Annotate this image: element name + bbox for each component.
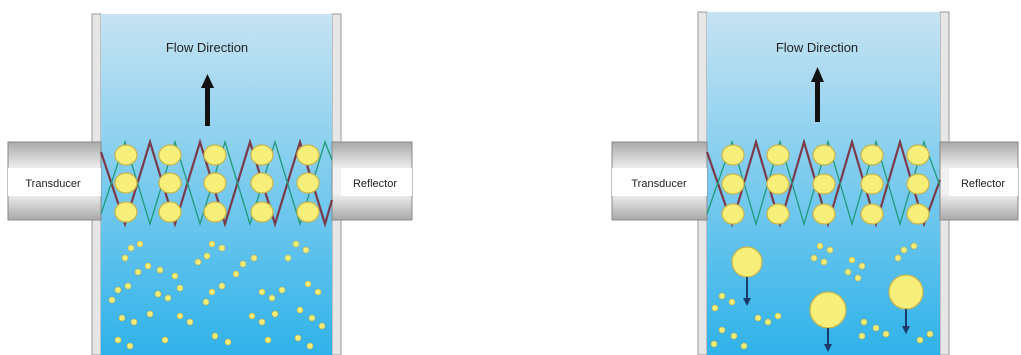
right-transducer-block (611, 141, 708, 221)
left-panel-diagram: Transducer Reflector Flow Direction (7, 13, 413, 355)
left-reflector-label: Reflector (353, 178, 397, 190)
right-flow-arrow-icon (811, 67, 824, 122)
left-node-particles (114, 144, 320, 223)
right-reflector-label: Reflector (961, 178, 1005, 190)
right-dispersed-particles (710, 242, 934, 350)
right-reflector-block (939, 141, 1019, 221)
left-flow-direction-label: Flow Direction (166, 40, 248, 55)
right-node-particles (721, 144, 930, 225)
left-reflector-block (331, 141, 413, 221)
left-transducer-label: Transducer (25, 178, 81, 190)
left-standing-wave (99, 138, 334, 228)
left-transducer-block (7, 141, 102, 221)
right-transducer-label: Transducer (631, 178, 687, 190)
right-settling-agglomerates (731, 246, 924, 352)
right-standing-wave (705, 138, 942, 228)
right-flow-direction-label: Flow Direction (776, 40, 858, 55)
right-panel-diagram: Transducer Reflector Flow Direction (611, 11, 1019, 355)
left-flow-arrow-icon (201, 74, 214, 126)
left-dispersed-particles (108, 240, 326, 350)
